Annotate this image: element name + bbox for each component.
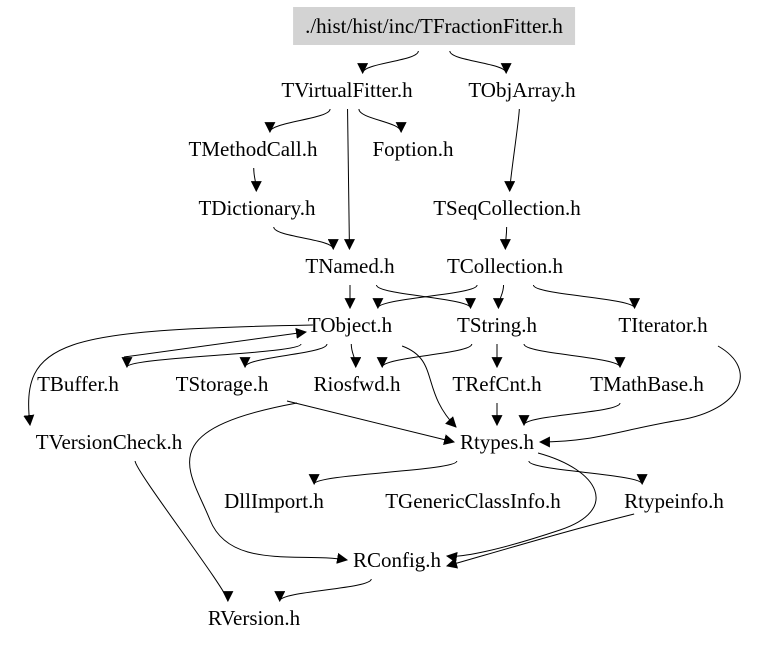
edge-rconfig-to-rversion (274, 578, 372, 603)
edge-tobject-to-tstorage (239, 343, 328, 369)
node-dllimport[interactable]: DllImport.h (224, 489, 324, 513)
node-riosfwd[interactable]: Riosfwd.h (313, 372, 401, 396)
node-root[interactable]: ./hist/hist/inc/TFractionFitter.h (293, 7, 575, 45)
node-rtypes[interactable]: Rtypes.h (459, 430, 535, 454)
edges (23, 50, 741, 603)
edge-tvirtualfitter-to-foption (358, 108, 407, 134)
edge-rtypes-to-dllimport (308, 460, 458, 486)
edge-tobject-to-rtypes (401, 345, 457, 428)
node-tobject[interactable]: TObject.h (307, 313, 393, 337)
edge-tobject-to-riosfwd (350, 343, 362, 369)
edge-tobject-to-tversioncheck (23, 324, 313, 427)
edge-tstring-to-tmathbase (523, 343, 626, 369)
node-rconfig[interactable]: RConfig.h (352, 548, 442, 572)
edge-riosfwd-to-rtypes (286, 400, 456, 445)
edge-tcollection-to-tobject (372, 284, 478, 310)
edge-riosfwd-to-rconfig (189, 402, 349, 564)
node-tversioncheck[interactable]: TVersionCheck.h (35, 430, 183, 454)
edge-rtypes-to-rtypeinfo (528, 460, 648, 486)
edge-tbuffer-to-tobject (123, 327, 307, 358)
edge-tobject-to-tbuffer (121, 343, 302, 369)
edge-tdictionary-to-tnamed (273, 226, 339, 251)
edge-rtypeinfo-to-rconfig (445, 513, 635, 569)
node-titerator[interactable]: TIterator.h (618, 313, 708, 337)
edge-root-to-tvirtualfitter (357, 50, 419, 75)
edge-titerator-to-rtypes (538, 345, 741, 448)
edge-tcollection-to-tstring (492, 284, 505, 310)
node-tseqcollection[interactable]: TSeqCollection.h (433, 196, 581, 220)
edge-tstring-to-riosfwd (376, 343, 473, 369)
node-trefcnt[interactable]: TRefCnt.h (452, 372, 542, 396)
node-tcollection[interactable]: TCollection.h (446, 254, 564, 278)
node-tstorage[interactable]: TStorage.h (175, 372, 269, 396)
node-rtypeinfo[interactable]: Rtypeinfo.h (624, 489, 724, 513)
edge-rtypes-to-rconfig (445, 452, 597, 563)
edge-tcollection-to-titerator (532, 284, 640, 310)
edge-tseqcollection-to-tcollection (499, 226, 511, 251)
edge-tvirtualfitter-to-tnamed (343, 108, 355, 251)
node-tmathbase[interactable]: TMathBase.h (590, 372, 704, 396)
edge-tversioncheck-to-rversion (134, 460, 234, 603)
node-tmethodcall[interactable]: TMethodCall.h (188, 137, 318, 161)
node-tgenericclassinfo[interactable]: TGenericClassInfo.h (385, 489, 561, 513)
node-tbuffer[interactable]: TBuffer.h (37, 372, 119, 396)
edge-tmathbase-to-rtypes (518, 402, 621, 427)
edge-tmethodcall-to-tdictionary (250, 167, 262, 193)
edge-tobjarray-to-tseqcollection (504, 108, 520, 193)
node-tdictionary[interactable]: TDictionary.h (198, 196, 316, 220)
node-tstring[interactable]: TString.h (457, 313, 537, 337)
node-tvirtualfitter[interactable]: TVirtualFitter.h (281, 78, 413, 102)
edge-tnamed-to-tstring (375, 284, 476, 310)
edge-root-to-tobjarray (449, 50, 512, 75)
node-rversion[interactable]: RVersion.h (207, 606, 301, 630)
node-tobjarray[interactable]: TObjArray.h (468, 78, 576, 102)
node-foption[interactable]: Foption.h (372, 137, 454, 161)
node-tnamed[interactable]: TNamed.h (305, 254, 395, 278)
edge-tvirtualfitter-to-tmethodcall (264, 108, 331, 134)
